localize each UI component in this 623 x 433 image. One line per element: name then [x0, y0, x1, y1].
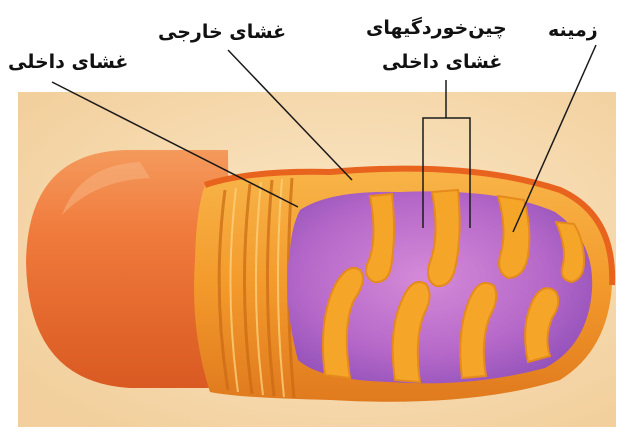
label-inner-membrane: غشای داخلی [8, 52, 128, 74]
label-cristae-line-2: غشای داخلی [382, 52, 502, 74]
label-matrix: زمینه [548, 20, 598, 42]
label-outer-membrane: غشای خارجی [158, 22, 286, 44]
label-cristae-line-1: چین‌خوردگیهای [366, 18, 507, 40]
